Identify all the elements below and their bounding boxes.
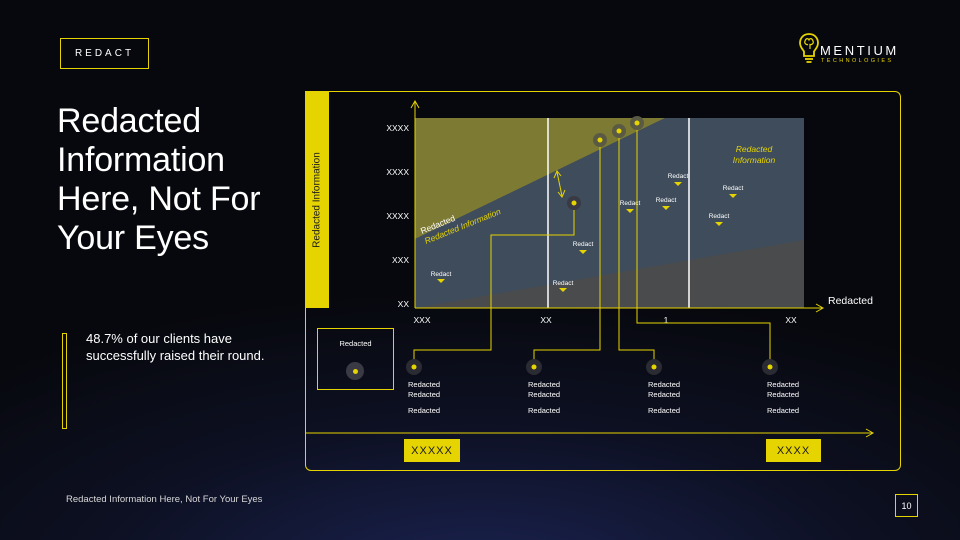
marker-label: Redact bbox=[656, 197, 677, 204]
y-tick-label: XXXX bbox=[386, 123, 409, 133]
chart-marker: Redact bbox=[573, 241, 594, 254]
blue-region bbox=[415, 118, 804, 308]
company-logo: MENTIUM TECHNOLOGIES bbox=[798, 32, 918, 68]
chart-marker: Redact bbox=[723, 185, 744, 198]
pin-label: Redacted bbox=[408, 406, 441, 415]
chart-area: XXXX XXXX XXXX XXX XX XXX XX 1 XX Redact… bbox=[386, 99, 873, 325]
region-label: Redacted bbox=[736, 144, 773, 154]
chart-marker: Redact bbox=[431, 271, 452, 283]
x-tick-label: XXX bbox=[413, 315, 430, 325]
marker-label: Redact bbox=[723, 185, 744, 192]
timeline-end-button[interactable]: XXXX bbox=[766, 439, 821, 462]
marker-triangle bbox=[674, 182, 682, 186]
pin-label: Redacted bbox=[767, 380, 800, 389]
marker-label: Redact bbox=[668, 173, 689, 180]
data-point bbox=[634, 120, 640, 126]
insight-box: Redacted bbox=[317, 328, 394, 390]
marker-triangle bbox=[662, 206, 670, 210]
pin-label: Redacted bbox=[767, 406, 800, 415]
x-axis-title: Redacted bbox=[828, 295, 873, 307]
pin-label: Redacted bbox=[648, 380, 681, 389]
pin-label: Redacted bbox=[528, 406, 561, 415]
leader-line bbox=[618, 131, 655, 367]
y-axis-title-bar bbox=[305, 91, 329, 308]
marker-label: Redact bbox=[573, 241, 594, 248]
stat-text: 48.7% of our clients have successfully r… bbox=[86, 331, 265, 363]
leader-line bbox=[533, 140, 601, 367]
stat-accent-bar bbox=[62, 333, 67, 429]
insight-dot bbox=[353, 369, 358, 374]
pin-label-group: Redacted Redacted Redacted bbox=[528, 380, 560, 416]
slide-title: Redacted Information Here, Not For Your … bbox=[57, 102, 261, 257]
marker-triangle bbox=[437, 279, 445, 283]
pin-dot bbox=[651, 364, 657, 370]
timeline-end-label: XXXX bbox=[776, 444, 811, 457]
marker-triangle bbox=[559, 288, 567, 292]
y-tick-label: XXX bbox=[392, 255, 409, 265]
chart-marker: Redact bbox=[709, 213, 730, 226]
marker-triangle bbox=[729, 194, 737, 198]
page-number-label: 10 bbox=[901, 500, 912, 511]
logo-name: MENTIUM bbox=[820, 43, 899, 58]
chart-marker: Redact bbox=[656, 197, 677, 210]
marker-triangle bbox=[579, 250, 587, 254]
chart-marker: Redact bbox=[668, 173, 689, 186]
x-tick-label: XX bbox=[540, 315, 552, 325]
chart-marker: Redact bbox=[553, 280, 574, 292]
x-tick-label: 1 bbox=[664, 315, 669, 325]
pin-label: Redacted bbox=[528, 389, 561, 399]
page-number: 10 bbox=[895, 494, 918, 517]
data-point bbox=[597, 137, 603, 143]
y-tick-label: XXXX bbox=[386, 211, 409, 221]
pin-label: Redacted bbox=[408, 380, 441, 389]
leader-line bbox=[413, 203, 575, 367]
pin-label: Redacted bbox=[648, 406, 681, 415]
pin-label: Redacted bbox=[648, 389, 681, 399]
y-axis-arrow bbox=[410, 99, 420, 109]
logo-tagline: TECHNOLOGIES bbox=[821, 58, 894, 64]
pin-label: Redacted bbox=[767, 389, 800, 399]
leader-line bbox=[636, 123, 771, 367]
region-label: Information bbox=[733, 155, 776, 165]
footer-text: Redacted Information Here, Not For Your … bbox=[66, 494, 263, 505]
chart-marker: Redact bbox=[620, 200, 641, 213]
marker-label: Redact bbox=[553, 280, 574, 287]
section-tag-label: REDACT bbox=[74, 48, 135, 59]
marker-triangle bbox=[715, 222, 723, 226]
lightbulb-brain-icon bbox=[799, 33, 819, 63]
x-tick-label: XX bbox=[785, 315, 797, 325]
y-tick-label: XX bbox=[398, 299, 410, 309]
marker-triangle bbox=[626, 209, 634, 213]
y-tick-label: XXXX bbox=[386, 167, 409, 177]
marker-label: Redact bbox=[620, 200, 641, 207]
pin-label: Redacted bbox=[528, 380, 561, 389]
timeline-start-button[interactable]: XXXXX bbox=[404, 439, 460, 462]
timeline-arrow-icon bbox=[865, 428, 875, 438]
marker-label: Redact bbox=[709, 213, 730, 220]
pin-label-group: Redacted Redacted Redacted bbox=[767, 380, 799, 416]
marker-label: Redact bbox=[431, 271, 452, 278]
pin-dot bbox=[767, 364, 773, 370]
pin-label: Redacted bbox=[408, 389, 441, 399]
data-point bbox=[571, 200, 577, 206]
x-axis-arrow bbox=[815, 303, 825, 313]
range-double-arrow bbox=[556, 171, 563, 197]
insight-label: Redacted bbox=[339, 339, 372, 348]
pin-dot bbox=[531, 364, 537, 370]
data-point bbox=[616, 128, 622, 134]
pin-label-group: Redacted Redacted Redacted bbox=[408, 380, 440, 416]
timeline-start-label: XXXXX bbox=[411, 444, 453, 457]
pin-label-group: Redacted Redacted Redacted bbox=[648, 380, 680, 416]
range-arrow-head bbox=[553, 170, 562, 179]
section-tag: REDACT bbox=[60, 38, 149, 69]
pin-dot bbox=[411, 364, 417, 370]
range-arrow-head bbox=[557, 189, 566, 198]
